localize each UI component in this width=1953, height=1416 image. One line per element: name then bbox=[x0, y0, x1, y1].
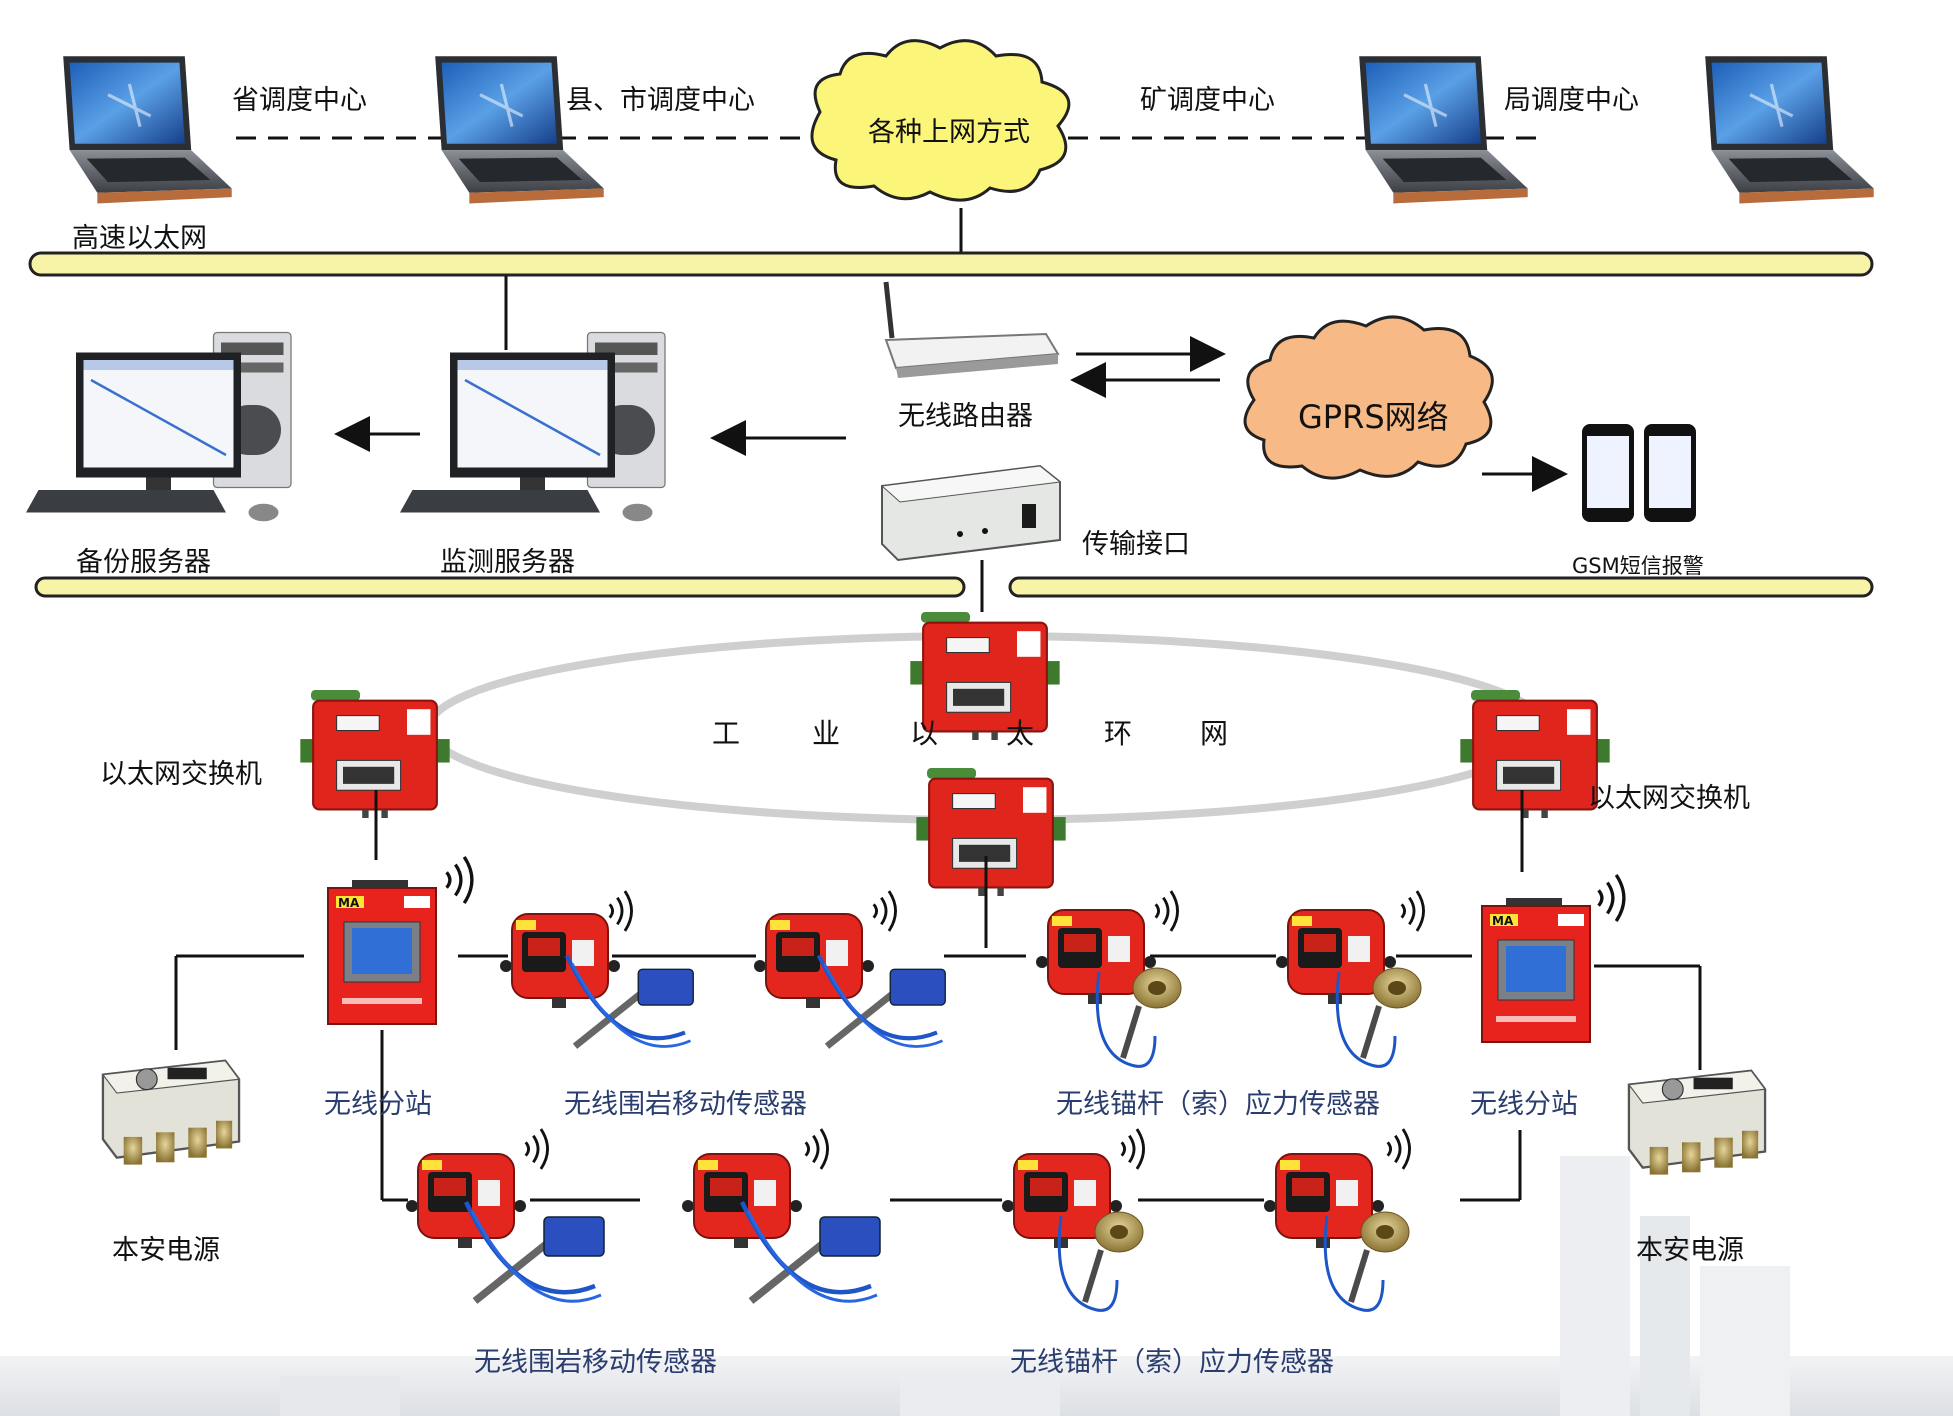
ring-label-char: 网 bbox=[1200, 717, 1229, 750]
anchor-sensor-row1-label: 无线锚杆（索）应力传感器 bbox=[1056, 1089, 1380, 1120]
ethernet-bus-right bbox=[1008, 576, 1874, 598]
gprs-network-label: GPRS网络 bbox=[1298, 398, 1449, 436]
county-city-center-label: 县、市调度中心 bbox=[566, 85, 755, 116]
rock-sensor-row2-label: 无线围岩移动传感器 bbox=[474, 1347, 717, 1378]
power-supply-left bbox=[101, 1059, 241, 1166]
ethernet-bus-top bbox=[28, 251, 1874, 277]
backup-server bbox=[26, 331, 293, 523]
ring-label-char: 太 bbox=[1006, 717, 1035, 750]
wireless-router-label: 无线路由器 bbox=[898, 401, 1033, 432]
wireless-icon bbox=[1154, 889, 1180, 933]
laptop-bureau bbox=[1703, 54, 1876, 206]
wireless-icon bbox=[444, 855, 474, 905]
skyline-building bbox=[1640, 1216, 1690, 1416]
gprs-cloud bbox=[1243, 315, 1494, 480]
ring-label-char: 以 bbox=[910, 717, 939, 750]
rock-sensor-3 bbox=[406, 1153, 526, 1249]
skyline-building bbox=[1560, 1156, 1630, 1416]
backup-server-label: 备份服务器 bbox=[76, 547, 211, 578]
power-left-label: 本安电源 bbox=[112, 1235, 220, 1266]
wireless-icon bbox=[1120, 1127, 1146, 1171]
wireless-icon bbox=[608, 889, 634, 933]
switch-right-label: 以太网交换机 bbox=[1588, 783, 1750, 814]
rock-sensor-2 bbox=[754, 913, 874, 1009]
high-speed-ethernet-label: 高速以太网 bbox=[72, 223, 207, 254]
wireless-icon bbox=[804, 1127, 830, 1171]
rock-sensor-1 bbox=[500, 913, 620, 1009]
skyline-building bbox=[280, 1376, 400, 1416]
monitor-server-label: 监测服务器 bbox=[440, 547, 575, 578]
transmission-interface-device bbox=[880, 464, 1062, 562]
laptop-mine bbox=[1357, 54, 1530, 206]
laptop-provincial bbox=[61, 54, 234, 206]
wireless-icon bbox=[872, 889, 898, 933]
mine-center-label: 矿调度中心 bbox=[1140, 85, 1275, 116]
power-supply-right bbox=[1627, 1069, 1767, 1176]
wireless-icon bbox=[1386, 1127, 1412, 1171]
bureau-center-label: 局调度中心 bbox=[1504, 85, 1639, 116]
skyline-building bbox=[900, 1371, 1060, 1416]
ma-mark: MA bbox=[338, 896, 360, 910]
transmission-interface-label: 传输接口 bbox=[1082, 529, 1190, 560]
internet-cloud bbox=[810, 39, 1071, 202]
phones bbox=[1582, 424, 1696, 522]
rock-sensor-row1-label: 无线围岩移动传感器 bbox=[564, 1089, 807, 1120]
gsm-alarm-label: GSM短信报警 bbox=[1572, 554, 1704, 578]
switch-bottom bbox=[916, 768, 1066, 896]
provincial-center-label: 省调度中心 bbox=[232, 85, 367, 116]
switch-left-label: 以太网交换机 bbox=[100, 759, 262, 790]
wireless-router bbox=[883, 281, 1060, 378]
wireless-icon bbox=[1400, 889, 1426, 933]
ring-label-char: 环 bbox=[1104, 717, 1133, 750]
substation-left-label: 无线分站 bbox=[324, 1089, 432, 1120]
power-right-label: 本安电源 bbox=[1636, 1235, 1744, 1266]
ma-mark: MA bbox=[1492, 914, 1514, 928]
wireless-icon bbox=[1596, 873, 1626, 923]
ethernet-bus-left bbox=[34, 576, 966, 598]
anchor-sensor-row2-label: 无线锚杆（索）应力传感器 bbox=[1010, 1347, 1334, 1378]
monitor-server bbox=[400, 331, 667, 523]
ring-label-char: 工 bbox=[712, 717, 741, 750]
skyline-building bbox=[1700, 1266, 1790, 1416]
rock-sensor-4 bbox=[682, 1153, 802, 1249]
wireless-icon bbox=[524, 1127, 550, 1171]
internet-methods-label: 各种上网方式 bbox=[868, 117, 1030, 148]
substation-right-label: 无线分站 bbox=[1470, 1089, 1578, 1120]
ring-label-char: 业 bbox=[812, 717, 841, 750]
